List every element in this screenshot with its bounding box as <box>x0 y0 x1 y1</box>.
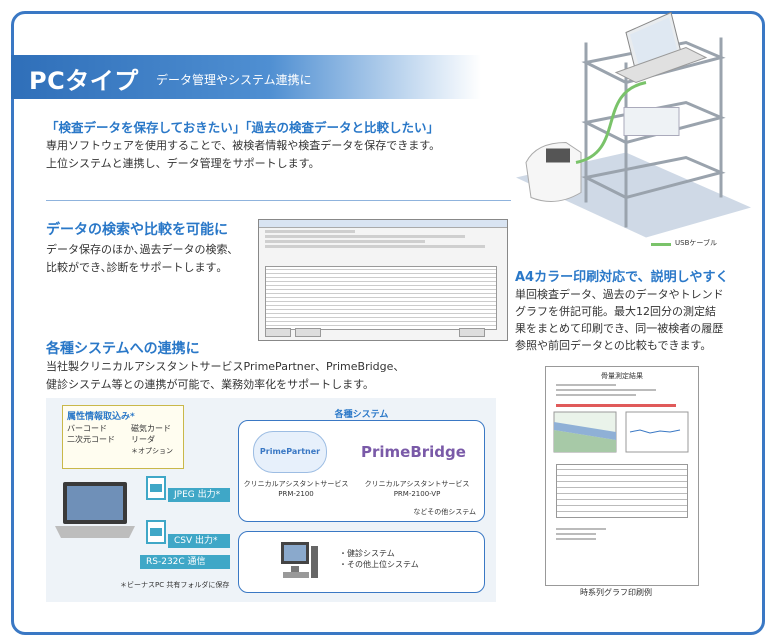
sec4-heading: A4カラー印刷対応で、説明しやすく <box>515 270 729 285</box>
sec2-line: 比較ができ､診断をサポートします｡ <box>46 261 222 274</box>
pc-icon <box>281 542 318 578</box>
csv-output: CSV 出力* <box>168 534 230 548</box>
sec3-line: 健診システム等との連携が可能で、業務効率化をサポートします。 <box>46 378 375 391</box>
sec3-line: 当社製クリニカルアシスタントサービスPrimePartner、PrimeBrid… <box>46 360 405 373</box>
primepartner-logo: PrimePartner <box>253 431 327 473</box>
pb-caption: PRM-2100-VP <box>393 490 441 498</box>
usb-label: USBケーブル <box>675 239 717 247</box>
sec1-heading: 「検査データを保存しておきたい」「過去の検査データと比較したい」 <box>46 120 440 135</box>
card-item: リーダ <box>131 435 155 444</box>
section-divider <box>46 200 511 201</box>
report-caption: 時系列グラフ印刷例 <box>580 588 652 597</box>
report-title: 骨量測定結果 <box>601 372 643 380</box>
lower-item: ・その他上位システム <box>339 560 419 569</box>
other-systems: などその他システム <box>413 508 476 516</box>
pb-caption: クリニカルアシスタントサービス <box>364 480 470 488</box>
footnote: ＊ビーナスPC 共有フォルダに保存 <box>120 581 230 589</box>
jpeg-output: JPEG 出力* <box>168 488 230 502</box>
sec2-heading: データの検索や比較を可能に <box>46 222 228 238</box>
section-banner: PCタイプ データ管理やシステム連携に <box>11 55 481 99</box>
print-report-sample: 骨量測定結果 <box>545 366 699 586</box>
file-icon <box>146 476 166 500</box>
card-item: 磁気カード <box>131 424 171 433</box>
lower-systems-box: ・健診システム ・その他上位システム <box>238 531 485 593</box>
lower-item: ・健診システム <box>339 549 395 558</box>
input-item: 二次元コード <box>67 435 115 444</box>
pp-caption: クリニカルアシスタントサービス <box>243 480 349 488</box>
sec4-line: 単回検査データ、過去のデータやトレンド <box>515 288 724 301</box>
primebridge-logo: PrimeBridge <box>361 443 466 461</box>
laptop-icon <box>55 482 135 538</box>
sec4-line: グラフを併記可能。最大12回分の測定結 <box>515 305 716 318</box>
input-item: バーコード <box>67 424 107 433</box>
software-screenshot <box>258 219 508 341</box>
sec1-line: 専用ソフトウェアを使用することで、被検者情報や検査データを保存できます。 <box>46 139 441 152</box>
file-icon <box>146 520 166 544</box>
option-note: ＊オプション <box>131 447 173 455</box>
sec3-heading: 各種システムへの連携に <box>46 341 200 357</box>
sec3-body: 当社製クリニカルアシスタントサービスPrimePartner、PrimeBrid… <box>46 358 404 394</box>
attribute-input-box: 属性情報取込み* バーコード 二次元コード 磁気カード リーダ ＊オプション <box>62 405 184 469</box>
trend-graphs <box>553 411 689 453</box>
data-grid <box>265 266 497 330</box>
banner-title: PCタイプ <box>29 67 139 95</box>
rs232c-link: RS-232C 通信 <box>140 555 230 569</box>
banner-subtitle: データ管理やシステム連携に <box>156 73 312 87</box>
pp-caption: PRM-2100 <box>278 490 314 498</box>
sec4-body: 単回検査データ、過去のデータやトレンド グラフを併記可能。最大12回分の測定結 … <box>515 286 724 354</box>
systems-box: 各種システム PrimePartner PrimeBridge クリニカルアシス… <box>238 410 485 522</box>
sec1-body: 専用ソフトウェアを使用することで、被検者情報や検査データを保存できます。 上位シ… <box>46 137 440 173</box>
sec4-line: 参照や前回データとの比較もできます。 <box>515 339 712 352</box>
sec2-line: データ保存のほか､過去データの検索､ <box>46 243 233 256</box>
sec1-line: 上位システムと連携し、データ管理をサポートします。 <box>46 157 320 170</box>
sec2-body: データ保存のほか､過去データの検索､ 比較ができ､診断をサポートします｡ <box>46 241 233 277</box>
input-title: 属性情報取込み* <box>67 412 135 422</box>
lab-setup-illustration <box>516 11 751 246</box>
systems-title: 各種システム <box>334 410 389 420</box>
sec4-line: 果をまとめて印刷でき、同一被検者の履歴 <box>515 322 724 335</box>
